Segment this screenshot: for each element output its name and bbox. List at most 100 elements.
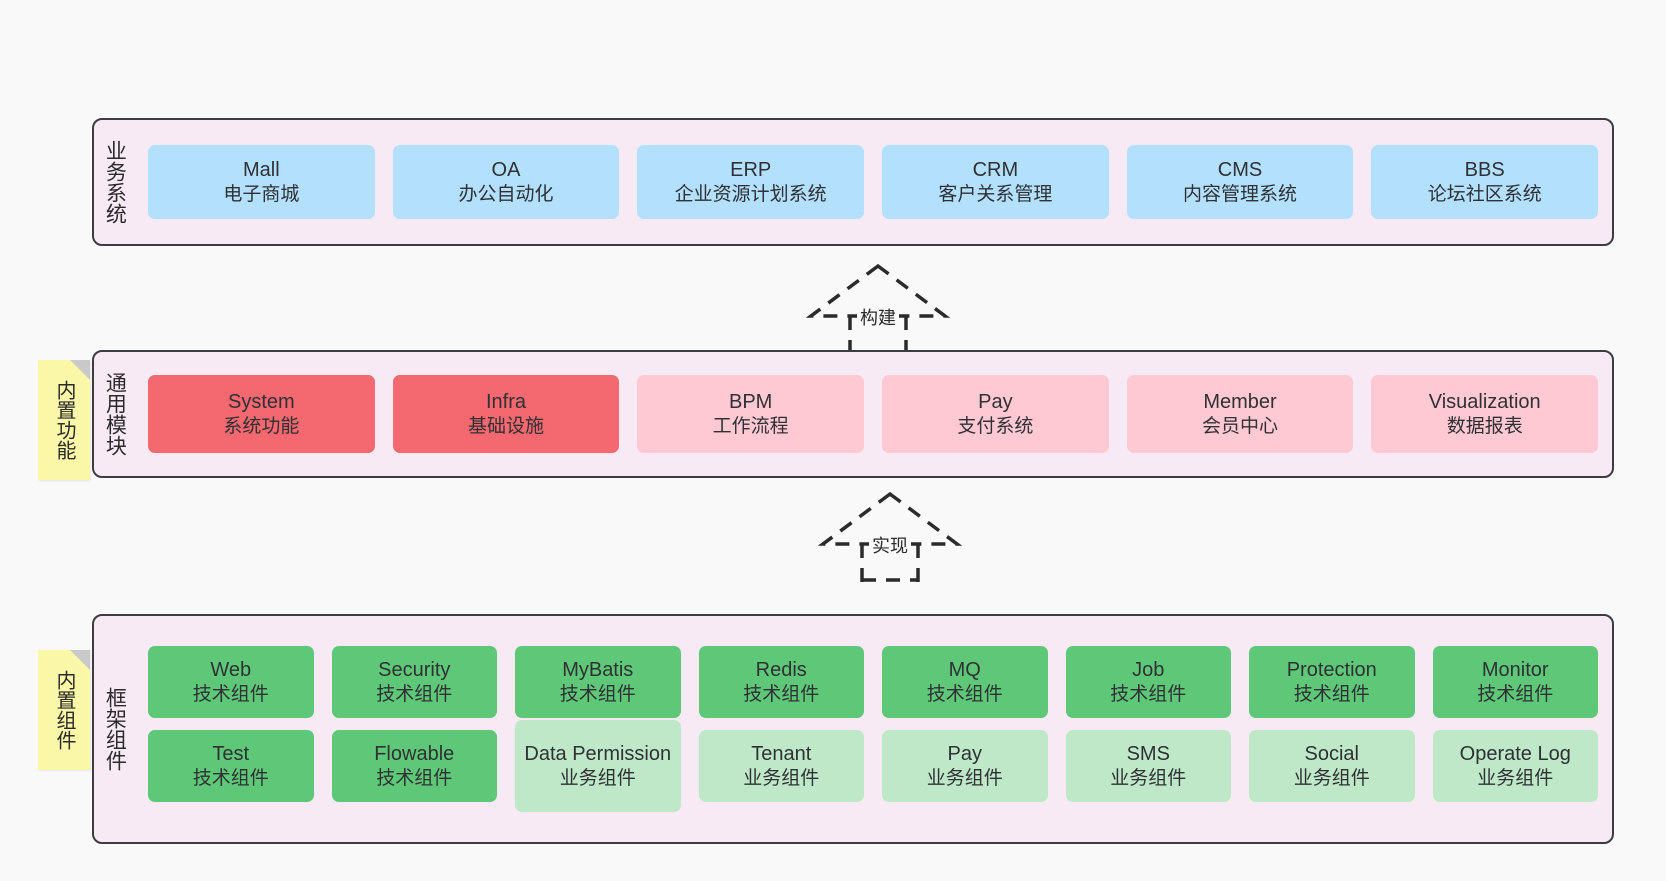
card-title: SMS — [1126, 743, 1170, 766]
card-title: Pay — [978, 391, 1013, 414]
card-redis[interactable]: Redis 技术组件 — [698, 646, 864, 718]
card-tenant[interactable]: Tenant 业务组件 — [698, 730, 864, 802]
card-subtitle: 技术组件 — [1293, 683, 1370, 705]
card-title: CMS — [1217, 159, 1263, 182]
card-subtitle: 企业资源计划系统 — [674, 183, 827, 205]
layer-modules-title: 通用模块 — [103, 372, 127, 456]
framework-tech-row: Web 技术组件 Security 技术组件 MyBatis 技术组件 Redi… — [148, 646, 1598, 718]
card-subtitle: 论坛社区系统 — [1427, 183, 1542, 205]
card-system[interactable]: System 系统功能 — [148, 375, 375, 453]
card-pay-component[interactable]: Pay 业务组件 — [882, 730, 1048, 802]
connector-build-label: 构建 — [857, 304, 899, 330]
layer-modules-body: System 系统功能 Infra 基础设施 BPM 工作流程 Pay 支付系统… — [134, 352, 1612, 476]
card-title: Web — [210, 659, 252, 682]
card-sms[interactable]: SMS 业务组件 — [1065, 730, 1231, 802]
card-subtitle: 会员中心 — [1202, 415, 1279, 437]
card-pay-module[interactable]: Pay 支付系统 — [882, 375, 1109, 453]
card-erp[interactable]: ERP 企业资源计划系统 — [637, 145, 865, 219]
card-oa[interactable]: OA 办公自动化 — [392, 145, 620, 219]
card-subtitle: 技术组件 — [1477, 683, 1554, 705]
layer-framework-components: 框架组件 Web 技术组件 Security 技术组件 MyBatis 技术组件… — [92, 614, 1614, 844]
card-infra[interactable]: Infra 基础设施 — [392, 375, 620, 453]
card-title: Operate Log — [1459, 743, 1571, 766]
card-subtitle: 支付系统 — [957, 415, 1034, 437]
card-subtitle: 业务组件 — [743, 767, 820, 789]
card-title: Security — [378, 659, 451, 682]
card-subtitle: 技术组件 — [376, 683, 453, 705]
card-subtitle: 业务组件 — [1110, 767, 1187, 789]
card-subtitle: 内容管理系统 — [1183, 183, 1298, 205]
card-title: Data Permission — [524, 743, 672, 766]
card-title: Test — [212, 743, 250, 766]
card-subtitle: 技术组件 — [559, 683, 636, 705]
layer-framework-title: 框架组件 — [103, 687, 127, 771]
card-social[interactable]: Social 业务组件 — [1249, 730, 1415, 802]
note-builtin-component: 内置组件 — [38, 650, 90, 770]
card-subtitle: 技术组件 — [1110, 683, 1187, 705]
note-label: 内置功能 — [53, 380, 75, 460]
card-subtitle: 办公自动化 — [458, 183, 554, 205]
connector-implement-label: 实现 — [869, 532, 911, 558]
business-card-row: Mall 电子商城 OA 办公自动化 ERP 企业资源计划系统 CRM 客户关系… — [148, 145, 1599, 219]
card-title: BPM — [729, 391, 773, 414]
card-subtitle: 技术组件 — [192, 683, 269, 705]
card-protection[interactable]: Protection 技术组件 — [1249, 646, 1415, 718]
card-subtitle: 业务组件 — [559, 767, 636, 789]
card-operate-log[interactable]: Operate Log 业务组件 — [1432, 730, 1598, 802]
card-subtitle: 客户关系管理 — [938, 183, 1053, 205]
card-subtitle: 基础设施 — [468, 415, 545, 437]
card-title: Protection — [1286, 659, 1377, 682]
card-subtitle: 电子商城 — [223, 183, 300, 205]
card-subtitle: 技术组件 — [192, 767, 269, 789]
card-subtitle: 业务组件 — [1293, 767, 1370, 789]
connector-implement: 实现 — [815, 490, 965, 582]
card-mq[interactable]: MQ 技术组件 — [882, 646, 1048, 718]
card-mybatis[interactable]: MyBatis 技术组件 — [515, 646, 681, 718]
card-title: Visualization — [1428, 391, 1541, 414]
card-job[interactable]: Job 技术组件 — [1065, 646, 1231, 718]
card-cms[interactable]: CMS 内容管理系统 — [1126, 145, 1354, 219]
card-monitor[interactable]: Monitor 技术组件 — [1432, 646, 1598, 718]
card-bpm[interactable]: BPM 工作流程 — [637, 375, 865, 453]
card-title: MyBatis — [562, 659, 634, 682]
connector-build: 构建 — [803, 262, 953, 354]
card-data-permission[interactable]: Data Permission 业务组件 — [515, 720, 681, 812]
modules-card-row: System 系统功能 Infra 基础设施 BPM 工作流程 Pay 支付系统… — [148, 375, 1599, 453]
card-title: System — [227, 391, 295, 414]
card-title: Flowable — [374, 743, 455, 766]
card-title: Redis — [755, 659, 807, 682]
layer-common-modules: 通用模块 System 系统功能 Infra 基础设施 BPM 工作流程 Pay — [92, 350, 1614, 478]
card-subtitle: 数据报表 — [1446, 415, 1523, 437]
card-member[interactable]: Member 会员中心 — [1126, 375, 1354, 453]
card-title: MQ — [948, 659, 981, 682]
note-label: 内置组件 — [53, 670, 75, 750]
card-subtitle: 技术组件 — [743, 683, 820, 705]
card-title: Job — [1132, 659, 1165, 682]
card-title: Infra — [485, 391, 527, 414]
card-crm[interactable]: CRM 客户关系管理 — [882, 145, 1109, 219]
card-title: Pay — [947, 743, 982, 766]
card-title: CRM — [972, 159, 1019, 182]
card-security[interactable]: Security 技术组件 — [331, 646, 497, 718]
card-mall[interactable]: Mall 电子商城 — [148, 145, 375, 219]
card-title: OA — [491, 159, 521, 182]
layer-framework-body: Web 技术组件 Security 技术组件 MyBatis 技术组件 Redi… — [134, 616, 1612, 842]
card-web[interactable]: Web 技术组件 — [148, 646, 314, 718]
card-title: ERP — [730, 159, 772, 182]
layer-business-body: Mall 电子商城 OA 办公自动化 ERP 企业资源计划系统 CRM 客户关系… — [134, 120, 1612, 244]
card-subtitle: 业务组件 — [926, 767, 1003, 789]
card-flowable[interactable]: Flowable 技术组件 — [331, 730, 497, 802]
card-visualization[interactable]: Visualization 数据报表 — [1371, 375, 1599, 453]
card-title: BBS — [1464, 159, 1505, 182]
card-test[interactable]: Test 技术组件 — [148, 730, 314, 802]
card-subtitle: 系统功能 — [223, 415, 300, 437]
layer-business-systems: 业务系统 Mall 电子商城 OA 办公自动化 ERP 企业资源计划系统 CRM — [92, 118, 1614, 246]
card-title: Monitor — [1481, 659, 1549, 682]
framework-business-row: Test 技术组件 Flowable 技术组件 Data Permission … — [148, 720, 1598, 812]
note-fold-icon — [70, 360, 90, 380]
card-subtitle: 工作流程 — [712, 415, 789, 437]
card-bbs[interactable]: BBS 论坛社区系统 — [1371, 145, 1599, 219]
note-fold-icon — [70, 650, 90, 670]
card-subtitle: 技术组件 — [376, 767, 453, 789]
